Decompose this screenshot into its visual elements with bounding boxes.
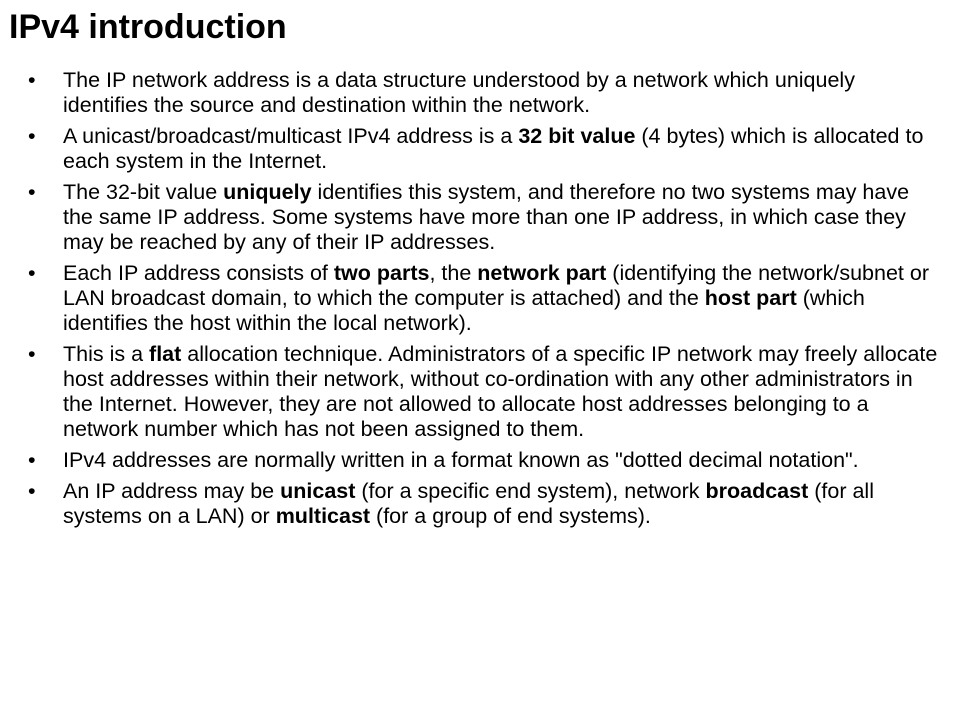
bullet-item: • The IP network address is a data struct… [0,68,960,118]
text-run: allocation technique. Administrators of … [63,342,938,441]
bullet-item: • An IP address may be unicast (for a spe… [0,479,960,529]
bold-text: flat [149,342,182,366]
bullet-item: • The 32-bit value uniquely identifies th… [0,180,960,255]
text-run: An IP address may be [63,479,281,503]
bullet-dot: • [28,68,36,92]
bullet-item: • Each IP address consists of two parts, … [0,261,960,336]
text-run: identifies this system, and therefore no… [63,180,910,254]
bullet-text: A unicast/broadcast/multicast IPv4 addre… [63,124,923,173]
text-run: The 32-bit value [63,180,224,204]
text-run: (for a group of end systems). [370,504,651,528]
bullet-dot: • [28,479,36,503]
text-run: , the [429,261,478,285]
bold-text: uniquely [223,180,312,204]
text-run: (for a specific end system), network [355,479,706,503]
text-run: (which identifies the host within the lo… [63,286,865,335]
bullet-text: The 32-bit value uniquely identifies thi… [63,180,909,254]
bold-text: multicast [275,504,371,528]
text-run: Each IP address consists of [63,261,334,285]
bullet-item: • This is a flat allocation technique. Ad… [0,342,960,442]
text-run: (identifying the network/subnet or LAN b… [63,261,929,310]
bullet-text: IPv4 addresses are normally written in a… [63,448,859,472]
slide-title: IPv4 introduction [9,8,287,46]
bold-text: broadcast [705,479,809,503]
text-run: This is a [63,342,150,366]
bullet-item: • IPv4 addresses are normally written in … [0,448,960,473]
bullet-text: Each IP address consists of two parts, t… [63,261,929,335]
text-run: The IP network address is a data structu… [63,68,855,117]
bullet-text: This is a flat allocation technique. Adm… [63,342,937,441]
bullet-item: • A unicast/broadcast/multicast IPv4 addr… [0,124,960,174]
bullet-dot: • [28,342,36,366]
bold-text: two parts [333,261,430,285]
text-run: (4 bytes) which is allocated to each sys… [63,124,924,173]
bullet-dot: • [28,448,36,472]
bullet-text: An IP address may be unicast (for a spec… [63,479,874,528]
bullet-dot: • [28,124,36,148]
text-run: IPv4 addresses are normally written in a… [63,448,859,472]
bullet-text: The IP network address is a data structu… [63,68,855,117]
bold-text: unicast [280,479,356,503]
text-run: (for all systems on a LAN) or [63,479,874,528]
bold-text: 32 bit value [518,124,636,148]
text-run: A unicast/broadcast/multicast IPv4 addre… [63,124,519,148]
bold-text: host part [704,286,797,310]
bullet-dot: • [28,180,36,204]
bullet-dot: • [28,261,36,285]
bold-text: network part [477,261,607,285]
bullet-list: • The IP network address is a data struct… [0,68,960,535]
